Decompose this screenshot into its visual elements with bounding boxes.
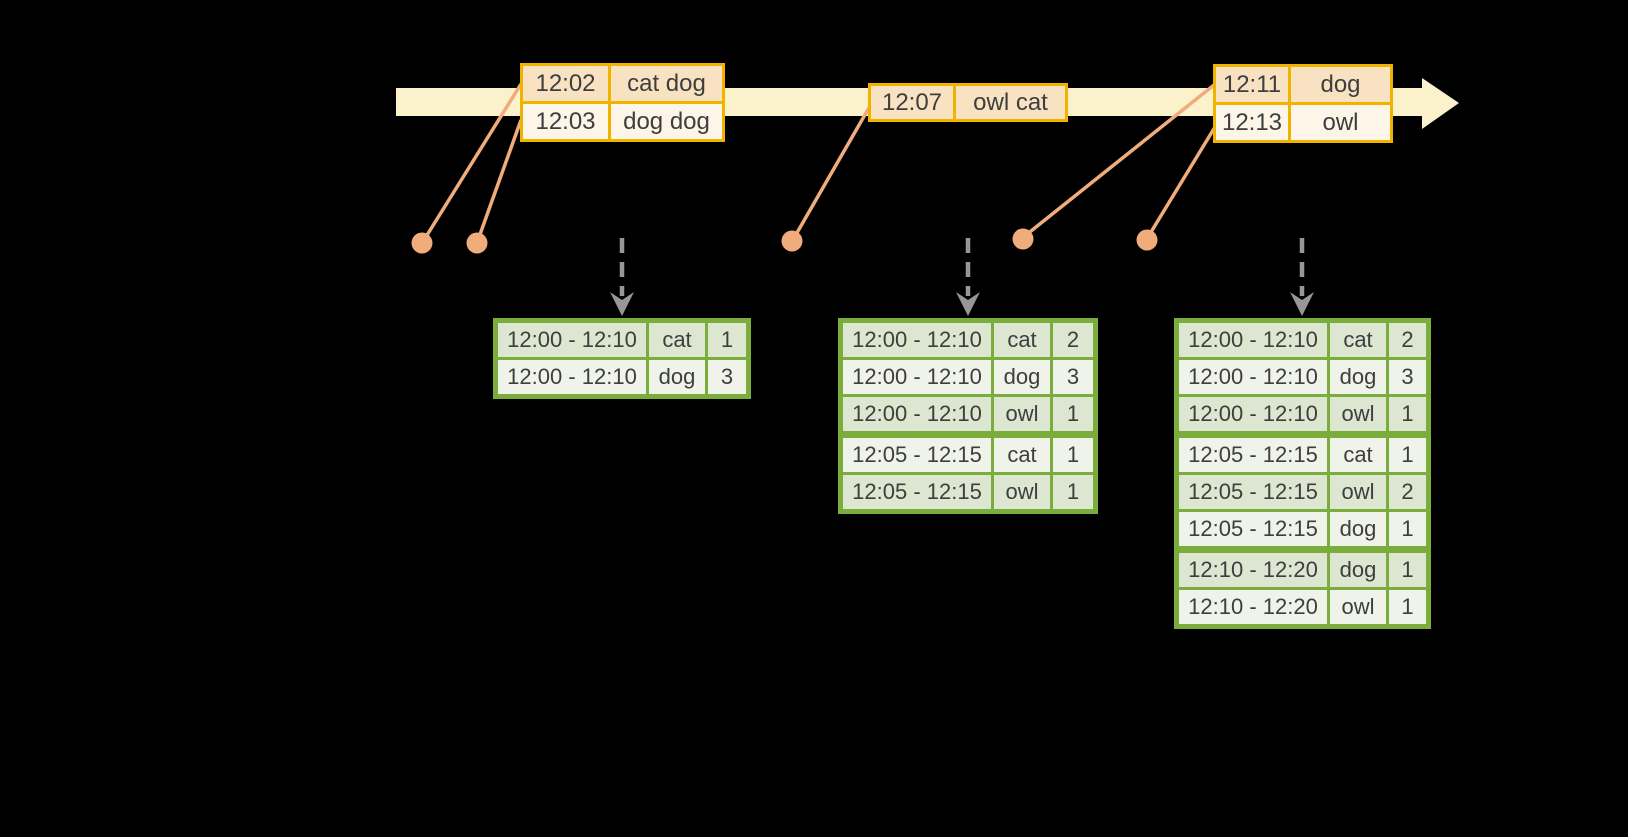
connector-line xyxy=(792,105,872,239)
result-window-cell: 12:00 - 12:10 xyxy=(1179,397,1330,431)
result-word-cell: dog xyxy=(1330,512,1389,546)
result-window-cell: 12:05 - 12:15 xyxy=(1179,438,1330,472)
event-words-cell: dog dog xyxy=(611,104,722,139)
connector-line xyxy=(476,119,523,241)
result-word-cell: owl xyxy=(1330,590,1389,624)
result-count-cell: 1 xyxy=(1389,512,1426,546)
result-window-cell: 12:00 - 12:10 xyxy=(843,323,994,357)
connector-lines xyxy=(422,83,1217,241)
result-window-cell: 12:10 - 12:20 xyxy=(1179,553,1330,587)
result-count-cell: 3 xyxy=(1053,360,1093,394)
result-word-cell: cat xyxy=(1330,438,1389,472)
connector-line xyxy=(1146,126,1217,238)
result-word-cell: cat xyxy=(1330,323,1389,357)
connector-line xyxy=(1024,83,1216,237)
result-window-cell: 12:05 - 12:15 xyxy=(1179,512,1330,546)
result-count-cell: 1 xyxy=(1053,475,1093,509)
result-window-cell: 12:00 - 12:10 xyxy=(1179,360,1330,394)
result-window-cell: 12:05 - 12:15 xyxy=(843,475,994,509)
result-count-cell: 2 xyxy=(1053,323,1093,357)
result-word-cell: owl xyxy=(1330,475,1389,509)
event-dots xyxy=(411,228,1158,254)
result-word-cell: owl xyxy=(994,475,1053,509)
result-window-cell: 12:00 - 12:10 xyxy=(498,360,649,394)
result-count-cell: 1 xyxy=(1053,397,1093,431)
event-time-cell: 12:02 xyxy=(523,66,611,101)
result-word-cell: dog xyxy=(1330,360,1389,394)
result-count-cell: 1 xyxy=(1389,553,1426,587)
result-word-cell: cat xyxy=(994,323,1053,357)
event-time-cell: 12:03 xyxy=(523,104,611,139)
event-dot xyxy=(411,232,433,254)
result-word-cell: dog xyxy=(994,360,1053,394)
result-window-cell: 12:10 - 12:20 xyxy=(1179,590,1330,624)
trigger-arrowhead-icon xyxy=(956,292,980,316)
connector-line xyxy=(422,83,523,241)
result-count-cell: 3 xyxy=(708,360,746,394)
event-dot xyxy=(1012,228,1034,250)
result-window-cell: 12:00 - 12:10 xyxy=(843,397,994,431)
event-time-cell: 12:11 xyxy=(1216,67,1291,102)
result-count-cell: 2 xyxy=(1389,323,1426,357)
event-words-cell: owl cat xyxy=(956,86,1065,119)
result-word-cell: dog xyxy=(649,360,708,394)
event-time-cell: 12:07 xyxy=(871,86,956,119)
result-window-cell: 12:05 - 12:15 xyxy=(1179,475,1330,509)
result-word-cell: owl xyxy=(1330,397,1389,431)
result-count-cell: 1 xyxy=(1389,397,1426,431)
result-window-cell: 12:00 - 12:10 xyxy=(498,323,649,357)
result-word-cell: dog xyxy=(1330,553,1389,587)
timeline-arrowhead-icon xyxy=(1422,78,1459,129)
event-words-cell: dog xyxy=(1291,67,1390,102)
result-count-cell: 3 xyxy=(1389,360,1426,394)
result-word-cell: cat xyxy=(994,438,1053,472)
result-window-cell: 12:00 - 12:10 xyxy=(843,360,994,394)
event-dot xyxy=(781,230,803,252)
result-count-cell: 1 xyxy=(1389,590,1426,624)
result-word-cell: cat xyxy=(649,323,708,357)
result-count-cell: 1 xyxy=(708,323,746,357)
trigger-arrowhead-icon xyxy=(1290,292,1314,316)
event-time-cell: 12:13 xyxy=(1216,105,1291,140)
result-count-cell: 2 xyxy=(1389,475,1426,509)
result-word-cell: owl xyxy=(994,397,1053,431)
trigger-arrowhead-icon xyxy=(610,292,634,316)
result-count-cell: 1 xyxy=(1053,438,1093,472)
result-count-cell: 1 xyxy=(1389,438,1426,472)
event-words-cell: cat dog xyxy=(611,66,722,101)
event-words-cell: owl xyxy=(1291,105,1390,140)
result-window-cell: 12:00 - 12:10 xyxy=(1179,323,1330,357)
result-window-cell: 12:05 - 12:15 xyxy=(843,438,994,472)
trigger-arrows xyxy=(610,238,1314,316)
event-dot xyxy=(466,232,488,254)
event-dot xyxy=(1136,229,1158,251)
